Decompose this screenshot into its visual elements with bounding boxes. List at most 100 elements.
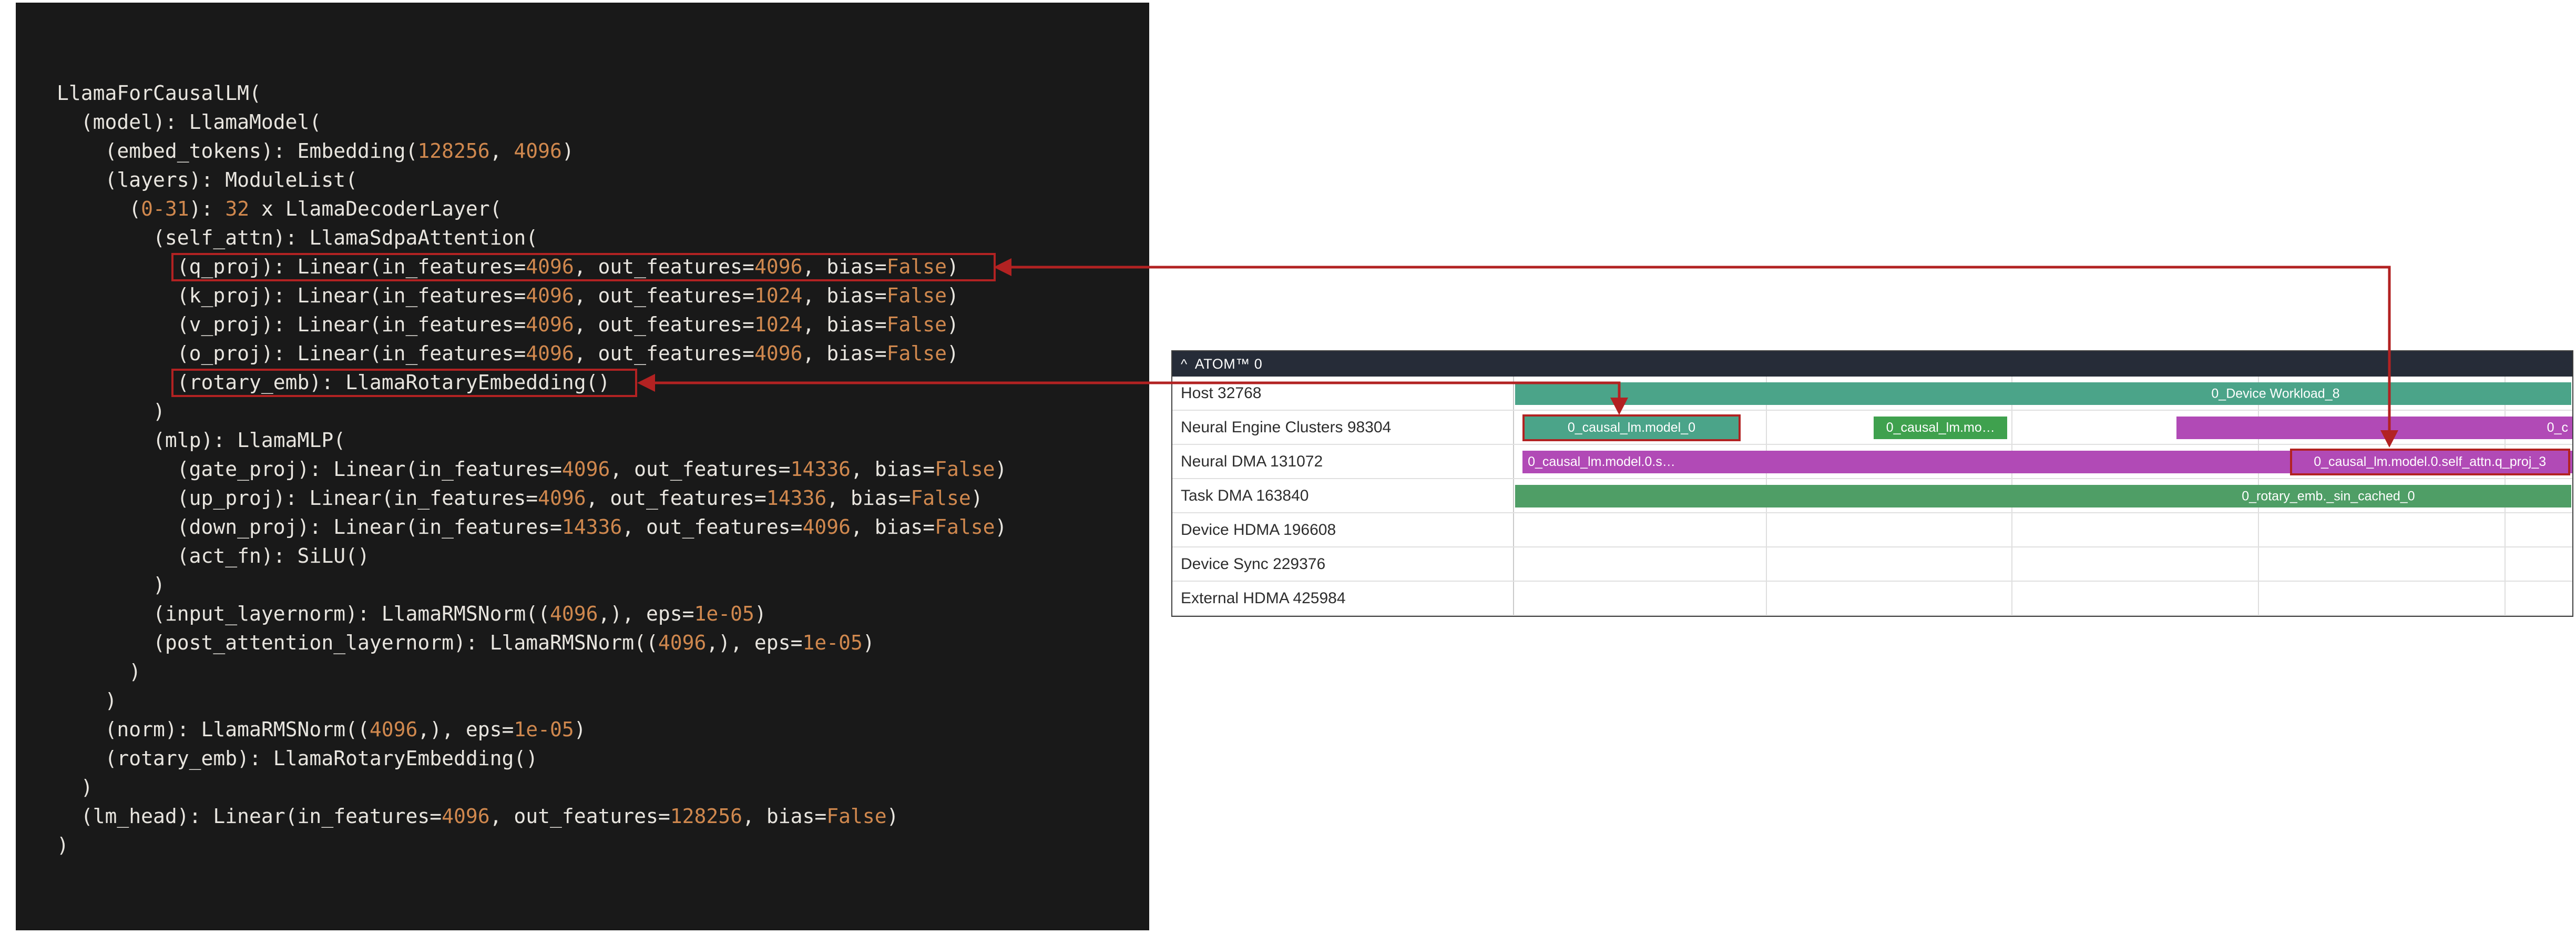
- code-line: (o_proj): Linear(in_features=4096, out_f…: [57, 339, 1007, 368]
- gridline: [2011, 513, 2013, 546]
- code-token-text: ): [947, 255, 959, 278]
- track-lane[interactable]: 0_causal_lm.model.0.s…0_causal_lm.model.…: [1514, 445, 2572, 478]
- track-label[interactable]: Device Sync 229376: [1172, 547, 1514, 581]
- track-label[interactable]: Host 32768: [1172, 377, 1514, 410]
- track-lane[interactable]: 0_Device Workload_8: [1514, 377, 2572, 410]
- gridline: [1766, 411, 1767, 444]
- code-line: (up_proj): Linear(in_features=4096, out_…: [57, 484, 1007, 513]
- code-token-text: , out_features=: [574, 255, 754, 278]
- code-line: (lm_head): Linear(in_features=4096, out_…: [57, 802, 1007, 831]
- code-token-number: False: [886, 313, 947, 336]
- code-token-text: , bias=: [850, 515, 935, 539]
- trace-span[interactable]: 0_Device Workload_8: [1515, 382, 2571, 405]
- code-token-text: , bias=: [850, 458, 935, 481]
- code-token-number: 14336: [790, 458, 851, 481]
- gridline: [1766, 547, 1767, 581]
- track-label[interactable]: Neural Engine Clusters 98304: [1172, 411, 1514, 444]
- code-line: LlamaForCausalLM(: [57, 79, 1007, 108]
- code-token-text: (mlp): LlamaMLP(: [57, 429, 346, 452]
- code-token-number: False: [935, 458, 995, 481]
- code-token-text: (lm_head): Linear(in_features=: [57, 805, 442, 828]
- trace-span[interactable]: 0_c: [2176, 417, 2572, 439]
- trace-span[interactable]: 0_rotary_emb._sin_cached_0: [1515, 485, 2571, 507]
- code-token-number: 4096: [754, 255, 803, 278]
- code-token-number: 4096: [526, 284, 574, 307]
- code-token-number: 14336: [561, 515, 622, 539]
- code-token-text: , bias=: [802, 342, 887, 365]
- trace-span-label: 0_causal_lm.model.0.self_attn.q_proj_3: [2314, 454, 2547, 469]
- trace-span[interactable]: 0_causal_lm.mo…: [1874, 417, 2008, 439]
- code-token-text: ): [995, 515, 1007, 539]
- trace-span[interactable]: 0_causal_lm.model_0: [1522, 414, 1741, 441]
- track-lane[interactable]: 0_rotary_emb._sin_cached_0: [1514, 479, 2572, 512]
- track-lane[interactable]: [1514, 582, 2572, 615]
- track-label[interactable]: Task DMA 163840: [1172, 479, 1514, 512]
- trace-span-label: 0_causal_lm.model_0: [1567, 420, 1696, 435]
- track-lane[interactable]: [1514, 513, 2572, 546]
- gridline: [2011, 582, 2013, 615]
- code-token-text: (up_proj): Linear(in_features=: [57, 486, 538, 510]
- collapse-caret-icon[interactable]: ^: [1181, 356, 1188, 372]
- code-token-text: , out_features=: [489, 805, 670, 828]
- track-label[interactable]: Neural DMA 131072: [1172, 445, 1514, 478]
- trace-span-label: 0_rotary_emb._sin_cached_0: [2242, 489, 2415, 503]
- code-token-text: ,), eps=: [706, 631, 803, 654]
- code-token-text: , out_features=: [574, 284, 754, 307]
- code-token-number: 4096: [561, 458, 610, 481]
- code-token-text: , out_features=: [610, 458, 791, 481]
- code-line: ): [57, 657, 1007, 686]
- code-token-text: (rotary_emb): LlamaRotaryEmbedding(): [57, 371, 610, 394]
- code-line: (model): LlamaModel(: [57, 108, 1007, 137]
- code-token-number: 4096: [526, 342, 574, 365]
- track-lane[interactable]: [1514, 547, 2572, 581]
- code-line: ): [57, 686, 1007, 715]
- timeline-row: Task DMA 163840 0_rotary_emb._sin_cached_…: [1172, 479, 2572, 513]
- code-line: (embed_tokens): Embedding(128256, 4096): [57, 137, 1007, 166]
- code-token-text: , bias=: [802, 255, 887, 278]
- code-token-number: 4096: [538, 486, 586, 510]
- code-token-number: 128256: [670, 805, 743, 828]
- code-token-text: ): [995, 458, 1007, 481]
- code-token-text: ): [862, 631, 875, 654]
- code-token-number: 4096: [526, 255, 574, 278]
- code-line: (v_proj): Linear(in_features=4096, out_f…: [57, 310, 1007, 339]
- code-line: (input_layernorm): LlamaRMSNorm((4096,),…: [57, 600, 1007, 628]
- highlight-q-proj-line: [171, 253, 996, 281]
- code-token-text: ): [754, 602, 766, 625]
- code-token-text: LlamaForCausalLM(: [57, 82, 261, 105]
- code-token-text: (norm): LlamaRMSNorm((: [57, 718, 370, 741]
- track-lane[interactable]: 0_causal_lm.model_0 0_causal_lm.mo… 0_c: [1514, 411, 2572, 444]
- code-token-number: False: [886, 342, 947, 365]
- code-token-text: (down_proj): Linear(in_features=: [57, 515, 562, 539]
- trace-span[interactable]: 0_causal_lm.model.0.self_attn.q_proj_3: [2289, 449, 2570, 475]
- code-token-number: 128256: [417, 139, 490, 163]
- code-token-number: 4096: [369, 718, 418, 741]
- code-token-text: ): [947, 313, 959, 336]
- timeline-row: Host 32768 0_Device Workload_8: [1172, 377, 2572, 411]
- code-token-number: 1e-05: [802, 631, 863, 654]
- code-token-text: (: [57, 197, 141, 220]
- trace-span-label: 0_Device Workload_8: [2211, 386, 2340, 401]
- code-token-text: ): [57, 660, 141, 683]
- code-line: (rotary_emb): LlamaRotaryEmbedding(): [57, 744, 1007, 773]
- timeline-row: External HDMA 425984: [1172, 582, 2572, 616]
- code-token-number: 4096: [658, 631, 707, 654]
- code-line: (norm): LlamaRMSNorm((4096,), eps=1e-05): [57, 715, 1007, 744]
- code-token-text: (rotary_emb): LlamaRotaryEmbedding(): [57, 747, 538, 770]
- trace-span-label: 0_causal_lm.mo…: [1886, 420, 1995, 435]
- code-token-text: ): [574, 718, 586, 741]
- code-token-number: False: [826, 805, 887, 828]
- code-token-text: (input_layernorm): LlamaRMSNorm((: [57, 602, 550, 625]
- code-token-number: 4096: [754, 342, 803, 365]
- timeline-header[interactable]: ^ ATOM™ 0: [1172, 351, 2572, 377]
- track-label[interactable]: Device HDMA 196608: [1172, 513, 1514, 546]
- track-label[interactable]: External HDMA 425984: [1172, 582, 1514, 615]
- timeline-row: Device Sync 229376: [1172, 547, 2572, 582]
- model-architecture-panel: LlamaForCausalLM( (model): LlamaModel( (…: [16, 3, 1149, 930]
- code-token-text: (self_attn): LlamaSdpaAttention(: [57, 226, 538, 249]
- code-token-text: , bias=: [802, 284, 887, 307]
- code-token-text: (model): LlamaModel(: [57, 110, 322, 134]
- code-token-text: , bias=: [826, 486, 911, 510]
